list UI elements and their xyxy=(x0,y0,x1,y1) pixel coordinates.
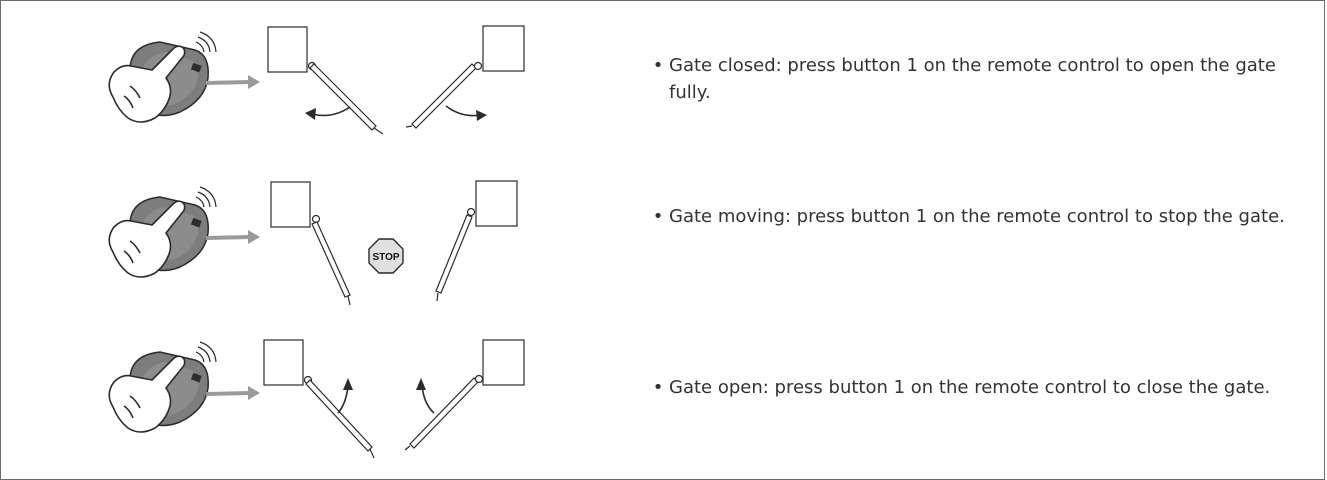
hand-icon xyxy=(108,355,186,433)
instruction-stop: • Gate moving: press button 1 on the rem… xyxy=(652,203,1322,230)
left-gate-post xyxy=(270,181,311,228)
hand-icon xyxy=(108,200,186,278)
instruction-row-stop: STOP • Gate moving: press button 1 on th… xyxy=(0,155,1327,310)
instruction-open: • Gate closed: press button 1 on the rem… xyxy=(652,52,1322,106)
instruction-close-text: Gate open: press button 1 on the remote … xyxy=(669,377,1271,398)
instruction-close: • Gate open: press button 1 on the remot… xyxy=(652,374,1322,401)
right-gate-post xyxy=(482,339,525,386)
stop-sign-label: STOP xyxy=(372,252,399,263)
close-left-arrow-icon xyxy=(337,378,353,414)
right-gate-post xyxy=(482,25,525,72)
left-gate-post xyxy=(263,339,304,386)
instruction-row-open: • Gate closed: press button 1 on the rem… xyxy=(0,0,1327,155)
left-gate-leaf xyxy=(307,61,384,135)
left-gate-post xyxy=(267,26,308,73)
gate-stopped-illustration: STOP xyxy=(100,155,560,310)
left-gate-leaf xyxy=(311,214,351,306)
signal-arrow-icon xyxy=(205,230,260,244)
instruction-open-text: Gate closed: press button 1 on the remot… xyxy=(669,55,1276,103)
signal-waves-icon xyxy=(195,341,217,363)
hand-icon xyxy=(108,45,186,123)
right-gate-post xyxy=(475,180,518,227)
gate-closing-illustration xyxy=(100,310,560,465)
instruction-stop-text: Gate moving: press button 1 on the remot… xyxy=(669,206,1285,227)
close-right-arrow-icon xyxy=(416,378,435,414)
stop-sign-icon: STOP xyxy=(368,238,404,274)
instruction-row-close: • Gate open: press button 1 on the remot… xyxy=(0,310,1327,468)
gate-opening-illustration xyxy=(100,0,560,155)
left-gate-leaf xyxy=(303,375,375,459)
right-gate-leaf xyxy=(405,61,483,129)
open-left-arrow-icon xyxy=(305,106,351,120)
signal-waves-icon xyxy=(195,186,217,208)
bullet-icon: • xyxy=(652,377,664,398)
signal-arrow-icon xyxy=(205,386,260,400)
right-gate-leaf xyxy=(404,374,484,451)
right-gate-leaf xyxy=(435,207,476,302)
bullet-icon: • xyxy=(652,55,664,76)
open-right-arrow-icon xyxy=(445,105,487,121)
bullet-icon: • xyxy=(652,206,664,227)
signal-waves-icon xyxy=(195,31,217,53)
signal-arrow-icon xyxy=(205,75,260,89)
